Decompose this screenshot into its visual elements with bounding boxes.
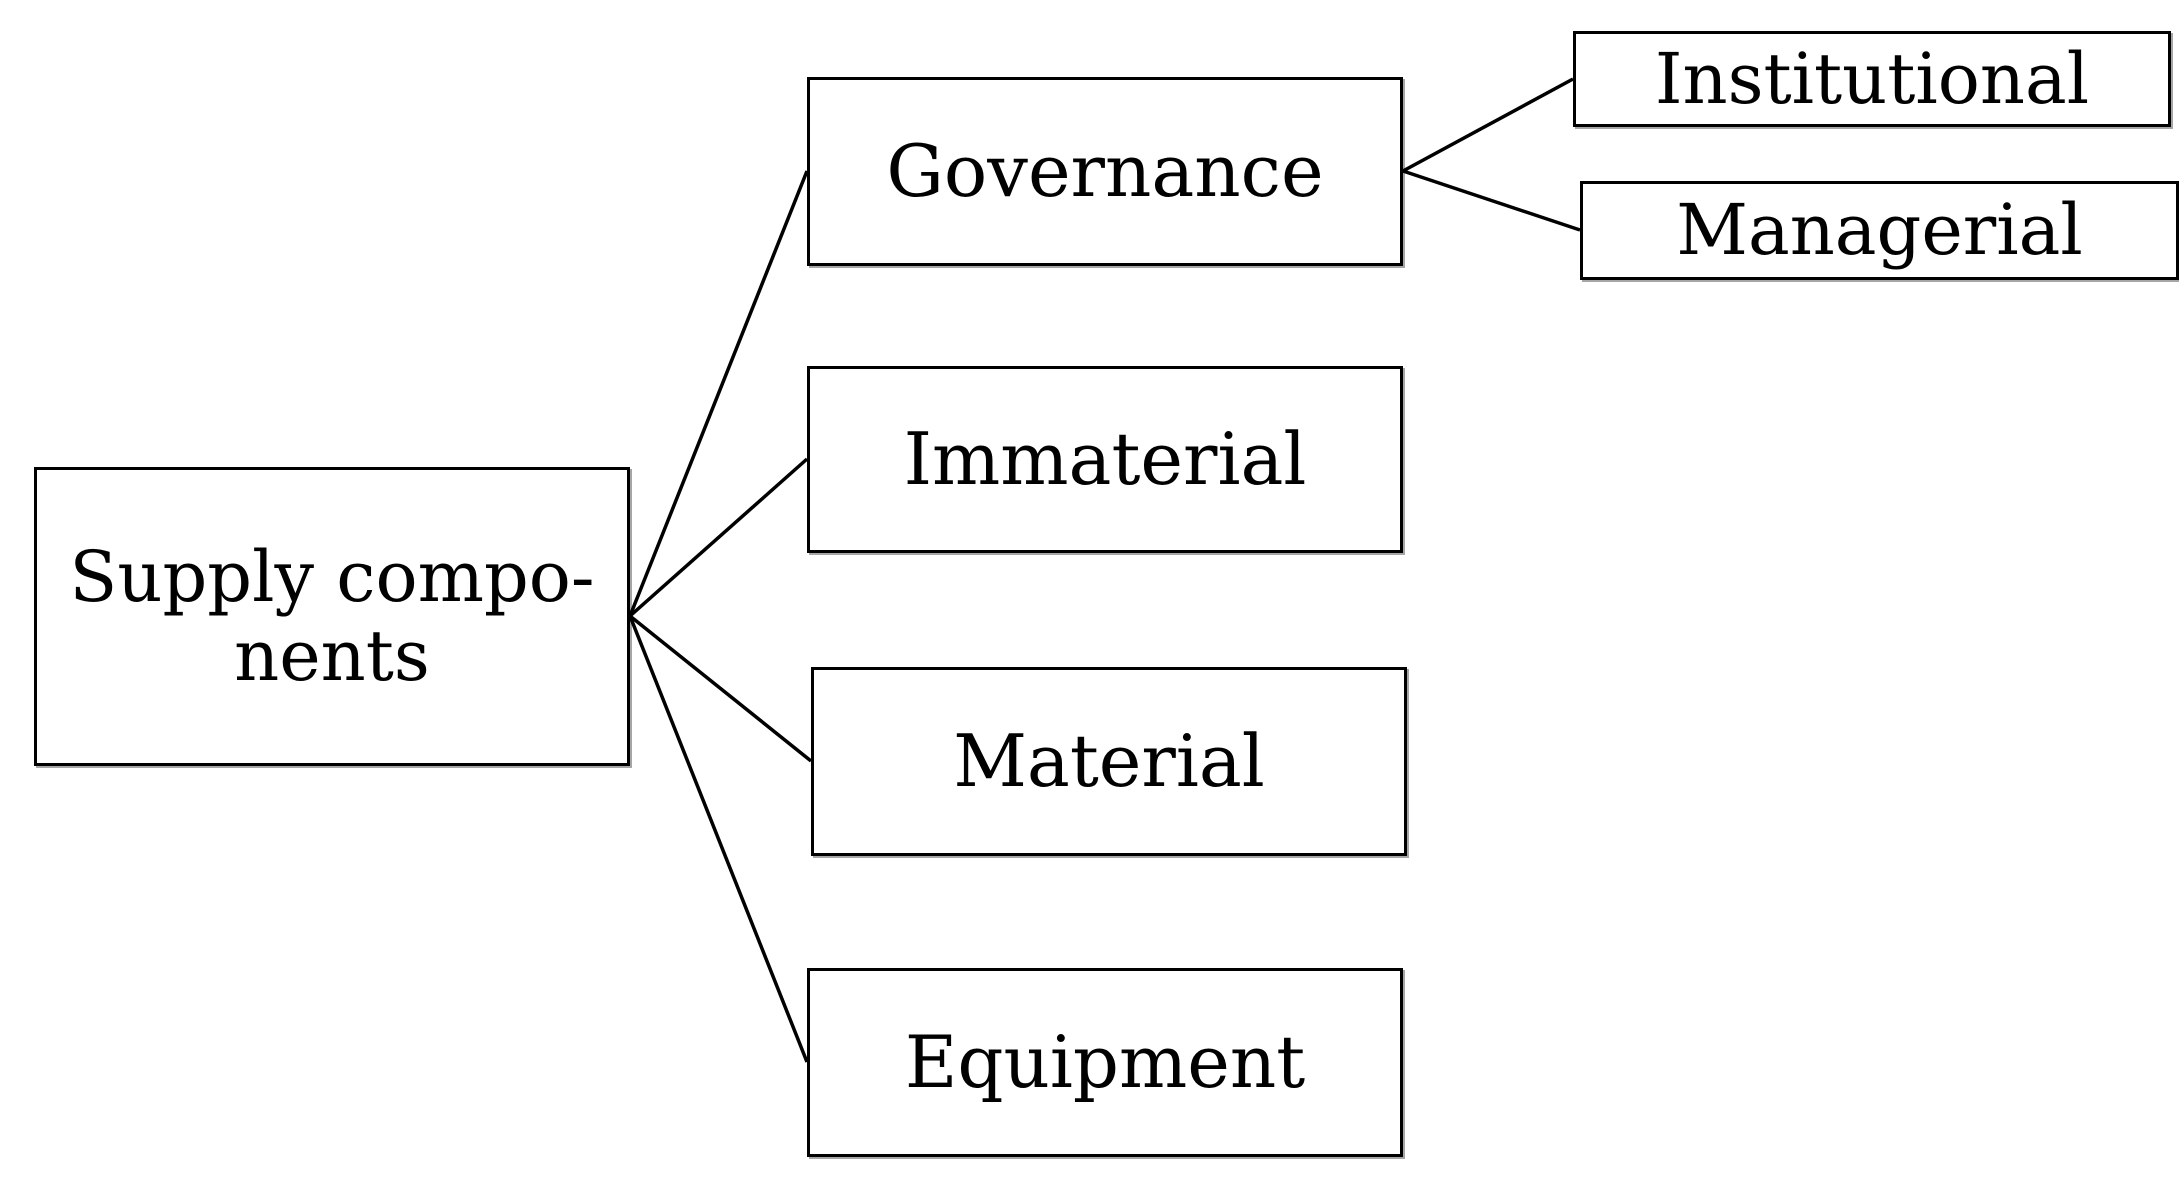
edge-root-immaterial bbox=[628, 457, 809, 618]
node-immaterial: Immaterial bbox=[807, 366, 1403, 553]
node-governance-label: Governance bbox=[886, 129, 1324, 214]
edge-root-governance bbox=[628, 170, 809, 617]
node-managerial-label: Managerial bbox=[1676, 189, 2083, 272]
node-equipment: Equipment bbox=[807, 968, 1403, 1157]
edge-governance-institutional bbox=[1402, 77, 1574, 173]
edge-root-equipment bbox=[628, 615, 809, 1063]
edge-root-material bbox=[628, 614, 813, 763]
root-node-label: Supply compo- nents bbox=[69, 538, 594, 695]
edge-governance-managerial bbox=[1402, 169, 1581, 232]
node-institutional: Institutional bbox=[1573, 31, 2171, 127]
node-equipment-label: Equipment bbox=[904, 1020, 1306, 1105]
root-node-supply-components: Supply compo- nents bbox=[34, 467, 630, 766]
node-institutional-label: Institutional bbox=[1654, 37, 2090, 120]
node-immaterial-label: Immaterial bbox=[903, 417, 1307, 502]
root-label-line-2: nents bbox=[234, 614, 430, 697]
node-material-label: Material bbox=[953, 719, 1265, 804]
node-governance: Governance bbox=[807, 77, 1403, 266]
node-managerial: Managerial bbox=[1580, 181, 2179, 280]
node-material: Material bbox=[811, 667, 1407, 856]
root-label-line-1: Supply compo- bbox=[69, 536, 595, 619]
